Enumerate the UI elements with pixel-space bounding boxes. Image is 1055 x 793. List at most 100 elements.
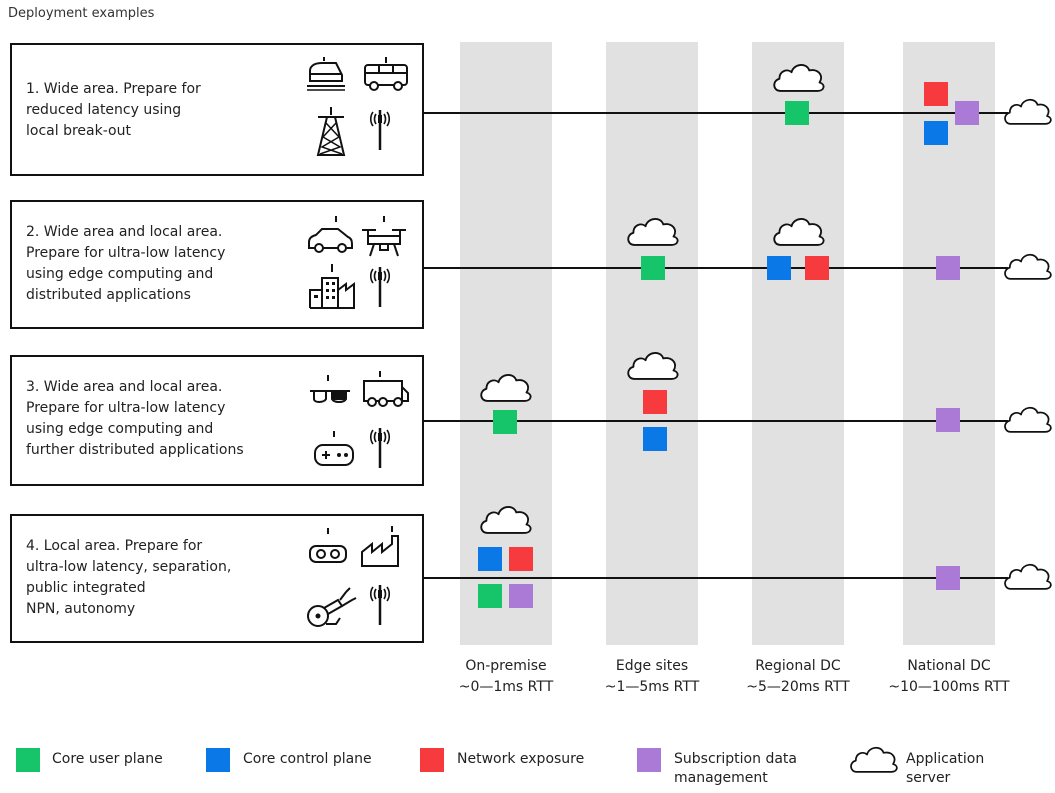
core-control-plane-node	[643, 427, 667, 451]
column-latency: ~10—100ms RTT	[888, 679, 1010, 695]
connection-line-3	[424, 420, 1008, 422]
scenario-text: 1. Wide area. Prepare for reduced latenc…	[26, 79, 296, 142]
antenna-icon	[368, 582, 392, 628]
app-server-cloud-icon	[771, 58, 827, 94]
core-control-plane-node	[924, 121, 948, 145]
column-latency: ~5—20ms RTT	[746, 679, 850, 695]
legend-swatch-subscription	[637, 748, 661, 772]
app-server-cloud-icon	[1002, 401, 1054, 435]
scenario-line: 4. Local area. Prepare for	[26, 538, 203, 554]
game-controller-icon	[314, 431, 354, 466]
factory-icon	[361, 526, 399, 567]
scenario-line: reduced latency using	[26, 102, 182, 118]
app-server-cloud-icon	[771, 212, 827, 248]
app-server-cloud-icon	[478, 368, 534, 404]
connection-line-2	[424, 267, 1008, 269]
app-server-cloud-icon	[1002, 93, 1054, 127]
scenario-box-2: 2. Wide area and local area. Prepare for…	[10, 200, 424, 329]
robot-arm-icon	[307, 587, 357, 627]
legend-line: Subscription data	[674, 751, 797, 767]
column-name: National DC	[907, 658, 991, 674]
vr-headset-icon	[309, 528, 347, 563]
scenario-line: Prepare for ultra-low latency	[26, 245, 226, 261]
column-label-national-dc: National DC ~10—100ms RTT	[874, 656, 1024, 698]
car-icon	[308, 216, 353, 253]
legend-cloud-icon	[848, 742, 900, 774]
scenario-box-4: 4. Local area. Prepare for ultra-low lat…	[10, 514, 424, 643]
train-icon	[307, 57, 345, 91]
legend-label-control-plane: Core control plane	[243, 751, 372, 767]
network-exposure-node	[643, 390, 667, 414]
scenario-line: 1. Wide area. Prepare for	[26, 81, 201, 97]
column-latency: ~1—5ms RTT	[604, 679, 700, 695]
antenna-icon	[368, 107, 392, 153]
subscription-data-node	[936, 256, 960, 280]
scenario-text: 3. Wide area and local area. Prepare for…	[26, 377, 296, 461]
page-title: Deployment examples	[8, 6, 155, 21]
column-label-on-premise: On-premise ~0—1ms RTT	[431, 656, 581, 698]
app-server-cloud-icon	[478, 500, 534, 536]
legend-line: server	[906, 770, 951, 786]
city-icon	[309, 264, 355, 309]
app-server-cloud-icon	[1002, 558, 1054, 592]
scenario-line: public integrated	[26, 580, 146, 596]
scenario-box-3: 3. Wide area and local area. Prepare for…	[10, 355, 424, 486]
ar-glasses-icon	[310, 375, 350, 403]
column-latency: ~0—1ms RTT	[458, 679, 554, 695]
network-exposure-node	[509, 547, 533, 571]
column-band-regional-dc	[752, 42, 844, 645]
core-user-plane-node	[641, 256, 665, 280]
core-user-plane-node	[785, 101, 809, 125]
truck-icon	[363, 371, 409, 407]
app-server-cloud-icon	[1002, 248, 1054, 282]
legend-label-app-server: Application server	[906, 750, 984, 788]
scenario-line: Prepare for ultra-low latency	[26, 400, 226, 416]
scenario-line: distributed applications	[26, 287, 191, 303]
legend-label-subscription: Subscription data management	[674, 750, 797, 788]
scenario-text: 2. Wide area and local area. Prepare for…	[26, 222, 296, 306]
connection-line-1	[424, 112, 1008, 114]
legend-label-exposure: Network exposure	[457, 751, 585, 767]
connection-line-4	[424, 577, 1008, 579]
drone-icon	[362, 216, 406, 257]
subscription-data-node	[509, 584, 533, 608]
subscription-data-node	[936, 566, 960, 590]
antenna-icon	[368, 264, 392, 310]
column-name: Regional DC	[755, 658, 841, 674]
network-exposure-node	[924, 82, 948, 106]
core-user-plane-node	[478, 584, 502, 608]
legend-label-user-plane: Core user plane	[52, 751, 163, 767]
scenario-line: ultra-low latency, separation,	[26, 559, 232, 575]
legend-line: Application	[906, 751, 985, 767]
legend-swatch-user-plane	[16, 748, 40, 772]
core-user-plane-node	[493, 410, 517, 434]
tower-icon	[316, 107, 346, 156]
column-name: On-premise	[465, 658, 547, 674]
column-band-edge-sites	[606, 42, 698, 645]
core-control-plane-node	[478, 547, 502, 571]
legend-swatch-exposure	[420, 748, 444, 772]
column-label-regional-dc: Regional DC ~5—20ms RTT	[723, 656, 873, 698]
scenario-box-1: 1. Wide area. Prepare for reduced latenc…	[10, 43, 424, 176]
scenario-line: 2. Wide area and local area.	[26, 224, 223, 240]
scenario-line: using edge computing and	[26, 266, 214, 282]
subscription-data-node	[955, 101, 979, 125]
bus-icon	[364, 57, 408, 91]
column-band-on-premise	[460, 42, 552, 645]
column-label-edge-sites: Edge sites ~1—5ms RTT	[577, 656, 727, 698]
network-exposure-node	[805, 256, 829, 280]
scenario-line: local break-out	[26, 123, 131, 139]
column-band-national-dc	[903, 42, 995, 645]
scenario-line: NPN, autonomy	[26, 601, 136, 617]
column-name: Edge sites	[615, 658, 689, 674]
antenna-icon	[368, 425, 392, 471]
scenario-line: using edge computing and	[26, 421, 214, 437]
legend-swatch-control-plane	[206, 748, 230, 772]
app-server-cloud-icon	[625, 346, 681, 382]
scenario-line: 3. Wide area and local area.	[26, 379, 223, 395]
scenario-text: 4. Local area. Prepare for ultra-low lat…	[26, 536, 296, 620]
core-control-plane-node	[767, 256, 791, 280]
app-server-cloud-icon	[625, 212, 681, 248]
subscription-data-node	[936, 408, 960, 432]
scenario-line: further distributed applications	[26, 442, 244, 458]
